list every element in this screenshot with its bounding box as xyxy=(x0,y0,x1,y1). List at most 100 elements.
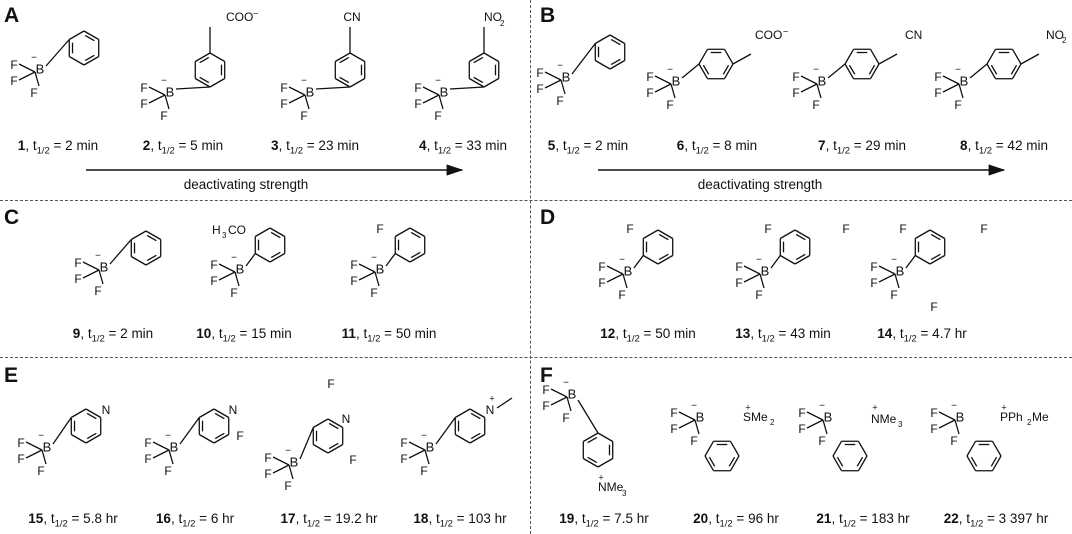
mol-7-ring-bond xyxy=(844,63,855,80)
mol-13-boron: B xyxy=(761,263,770,278)
mol-10-ring-bond xyxy=(254,252,271,263)
mol-7-nitrile: CN xyxy=(905,28,922,42)
panel-label-a: A xyxy=(4,4,20,27)
mol-8-nitro-sub: 2 xyxy=(1062,36,1067,45)
mol-10-ring-double-bond xyxy=(270,251,281,259)
mol-1-boron: B xyxy=(36,61,45,76)
mol-2-boron: B xyxy=(166,84,175,99)
mol-9-ring-double-bond xyxy=(146,254,157,262)
mol-13-fluorine: F xyxy=(755,288,762,302)
mol-17-ring-bond xyxy=(312,418,329,429)
mol-16-bf-bond xyxy=(152,449,170,459)
mol-18-charge: + xyxy=(489,393,494,403)
mol-9-boron-charge: − xyxy=(95,251,101,262)
mol-22-bf-bond xyxy=(938,419,956,429)
mol-4-bf-bond xyxy=(422,86,440,96)
mol-12-fluorine: F xyxy=(598,260,605,274)
mol-16-ring-double-bond xyxy=(214,412,225,420)
mol-18-boron: B xyxy=(426,439,435,454)
mol-5-ring-bond xyxy=(609,34,626,45)
mol-14-ring-bond xyxy=(914,254,931,265)
mol-2-ring-double-bond xyxy=(199,76,210,84)
mol-17-fluorine: F xyxy=(264,467,271,481)
mol-17-ring-double-bond xyxy=(328,442,339,450)
mol-8-ring-bond xyxy=(1011,63,1022,80)
mol-8-ring-bond xyxy=(986,48,997,65)
mol-10-fluorine: F xyxy=(210,258,217,272)
mol-5-ring-bond xyxy=(594,59,611,70)
separator-bottom xyxy=(0,357,1072,358)
mol-12-bf-bond xyxy=(606,265,624,275)
mol-10-methoxy-sub: 3 xyxy=(222,231,227,240)
mol-16-bf-bond xyxy=(152,441,170,451)
mol-4-boron-charge: − xyxy=(435,76,441,87)
mol-19-charge: + xyxy=(598,472,603,482)
mol-17-ring-double-bond xyxy=(328,422,339,430)
mol-3-ring-bond xyxy=(349,52,366,63)
mol-10-methoxy: H xyxy=(212,223,221,237)
mol-18-bf-bond xyxy=(424,449,430,465)
compound-caption-11: 11, t1/2 = 50 min xyxy=(341,326,437,345)
mol-20-ring-bond xyxy=(704,455,715,472)
mol-17-bf-bond xyxy=(288,464,294,480)
mol-10-fluorine: F xyxy=(210,274,217,288)
mol-10-ring-bond xyxy=(269,252,286,263)
mol-3-bf-bond xyxy=(288,86,306,96)
mol-22-bf-bond xyxy=(938,411,956,421)
mol-1-bf-bond xyxy=(18,63,36,73)
mol-16-ring-bond xyxy=(213,408,230,419)
mol-20-sub: 2 xyxy=(770,418,775,427)
mol-1-bf-bond xyxy=(34,71,40,87)
mol-17-bf-bond xyxy=(272,464,290,474)
mol-11-ring-bond xyxy=(409,252,426,263)
mol-8-substituent-bond xyxy=(1020,53,1040,65)
mol-9-bc-bond xyxy=(109,239,132,265)
mol-16-boron: B xyxy=(170,439,179,454)
mol-18-fluorine: F xyxy=(400,452,407,466)
mol-21-ring-bond xyxy=(832,440,843,457)
compound-caption-22: 22, t1/2 = 3 397 hr xyxy=(943,511,1049,530)
mol-3-bf-bond xyxy=(304,94,310,110)
mol-4-ring-bond xyxy=(483,52,500,63)
mol-16-boron-charge: − xyxy=(165,431,171,442)
mol-5-bf-bond xyxy=(544,79,562,89)
mol-19-fluorine: F xyxy=(542,399,549,413)
mol-8-ring-bond xyxy=(986,63,997,80)
mol-3-fluorine: F xyxy=(280,97,287,111)
mol-16-fluorine: F xyxy=(164,464,171,478)
mol-4-ring-bond xyxy=(468,52,485,63)
mol-8-bf-bond xyxy=(942,75,960,85)
mol-11-ring-double-bond xyxy=(410,231,421,239)
compound-caption-2: 2, t1/2 = 5 min xyxy=(142,138,224,157)
mol-2-bf-bond xyxy=(148,94,166,104)
mol-15-ring-bond xyxy=(70,408,87,419)
mol-12-bf-bond xyxy=(622,273,628,289)
mol-22-fluorine: F xyxy=(950,434,957,448)
mol-6-fluorine: F xyxy=(646,70,653,84)
compound-caption-19: 19, t1/2 = 7.5 hr xyxy=(559,511,649,530)
mol-6-fluorine: F xyxy=(666,98,673,112)
mol-3-fluorine: F xyxy=(280,81,287,95)
mol-22-phosphonium: PPh xyxy=(1000,410,1023,424)
mol-20-ring-double-bond xyxy=(708,456,716,467)
mol-9-ring-bond xyxy=(130,230,147,241)
mol-11-fluorine: F xyxy=(350,258,357,272)
mol-17-ring-bond xyxy=(312,443,329,454)
mol-13-bc-bond xyxy=(770,255,781,269)
mol-18-methyl-bond xyxy=(496,397,513,409)
mol-20-fluorine: F xyxy=(670,422,677,436)
mol-7-ring-bond xyxy=(869,48,880,65)
mol-20-bf-bond xyxy=(678,419,696,429)
mol-4-ring-double-bond xyxy=(473,76,484,84)
mol-3-boron: B xyxy=(306,84,315,99)
mol-6-bc-bond xyxy=(681,63,700,79)
mol-17-bf-bond xyxy=(272,456,290,466)
mol-14-ring-bond xyxy=(914,229,931,240)
mol-12-bf-bond xyxy=(606,273,624,283)
mol-1-boron-charge: − xyxy=(31,53,37,64)
mol-8-boron: B xyxy=(960,73,969,88)
mol-3-ring-bond xyxy=(334,77,351,88)
mol-9-fluorine: F xyxy=(94,284,101,298)
mol-16-bc-bond xyxy=(179,417,200,445)
